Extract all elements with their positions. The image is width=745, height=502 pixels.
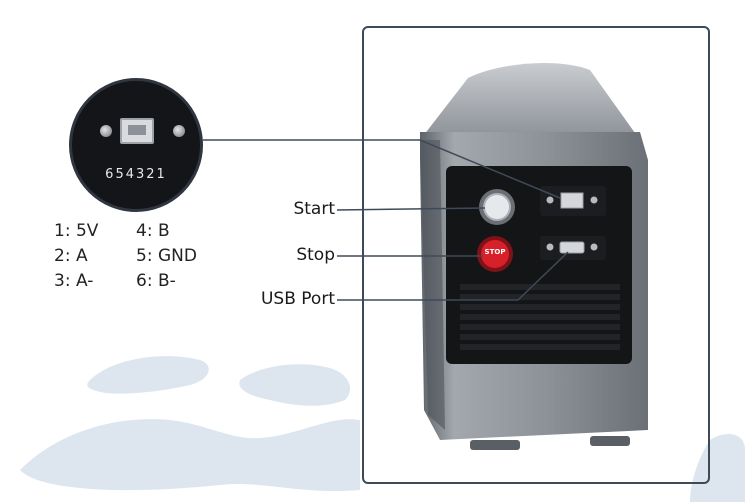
pinout-legend: 1: 5V 4: B 2: A 5: GND 3: A- 6: B-	[54, 218, 224, 293]
stop-button-label: STOP	[484, 248, 506, 256]
start-button	[483, 193, 511, 221]
rj-port	[560, 192, 584, 209]
rj-port-icon	[120, 118, 154, 144]
screw-icon	[100, 125, 112, 137]
usb-port	[559, 241, 585, 254]
pin-numbers: 654321	[105, 167, 167, 182]
screw-icon	[173, 125, 185, 137]
pin-1: 1: 5V	[54, 220, 99, 241]
pin-4: 4: B	[136, 220, 170, 241]
stop-label: Stop	[296, 245, 335, 265]
device-foot	[590, 436, 630, 446]
usb-port-label: USB Port	[260, 289, 335, 309]
screw	[590, 196, 598, 204]
pin-6: 6: B-	[136, 270, 176, 291]
start-label: Start	[293, 199, 335, 219]
pin-3: 3: A-	[54, 270, 94, 291]
rj-port-zoom-inset: 654321	[69, 78, 203, 212]
screw	[546, 243, 554, 251]
world-map-background	[20, 356, 745, 502]
screw	[546, 196, 554, 204]
pinout-row: 3: A- 6: B-	[54, 268, 224, 293]
pinout-row: 2: A 5: GND	[54, 243, 224, 268]
pin-2: 2: A	[54, 245, 88, 266]
pinout-row: 1: 5V 4: B	[54, 218, 224, 243]
screw	[590, 243, 598, 251]
device-foot	[470, 440, 520, 450]
pin-5: 5: GND	[136, 245, 197, 266]
device-top	[420, 63, 640, 140]
